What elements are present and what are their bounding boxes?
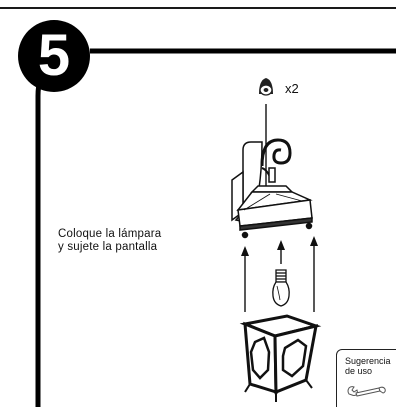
- usage-tips-line-2: de uso: [345, 366, 373, 376]
- usage-tips-label: Sugerencia de uso: [345, 356, 391, 376]
- up-arrow-left: [241, 246, 249, 312]
- glass-shade: [239, 314, 322, 402]
- instruction-text: Coloque la lámpara y sujete la pantalla: [58, 228, 218, 254]
- screw-cap-icon: [259, 78, 273, 96]
- hardware-quantity: x2: [285, 81, 299, 96]
- top-rule: [0, 7, 396, 9]
- lamp-top-cap: [236, 167, 313, 239]
- instruction-line-1: Coloque la lámpara: [58, 228, 162, 240]
- usage-tips-box: Sugerencia de uso: [336, 349, 396, 407]
- up-arrow-center: [277, 240, 285, 264]
- usage-tips-line-1: Sugerencia: [345, 356, 391, 366]
- wrench-icon: [347, 386, 386, 397]
- light-bulb-icon: [272, 269, 290, 307]
- instruction-line-2: y sujete la pantalla: [58, 241, 158, 253]
- up-arrow-right: [310, 236, 318, 312]
- step-number-badge: 5: [18, 20, 90, 92]
